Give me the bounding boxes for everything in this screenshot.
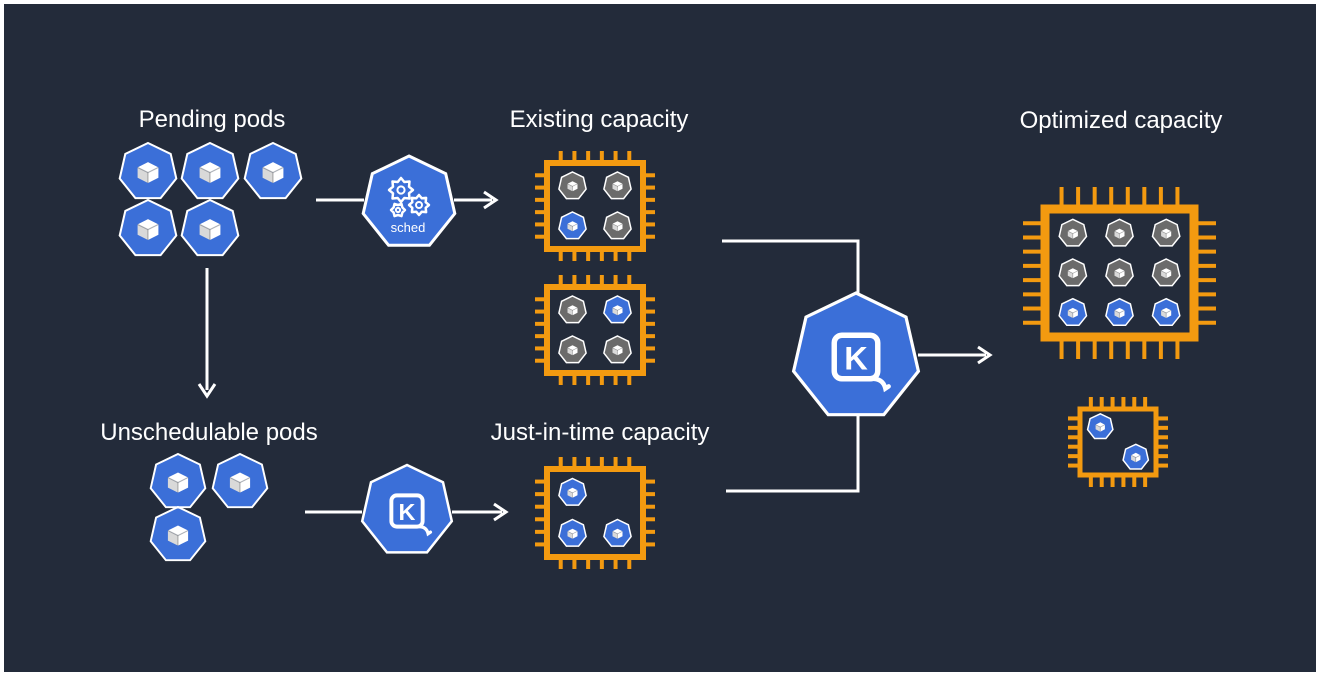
node-just-in-time: [535, 457, 655, 569]
node-pod-icon: [1122, 443, 1150, 470]
node-pod-icon: [1151, 218, 1181, 247]
node-pod-icon: [558, 171, 587, 200]
node-pod-icon: [1105, 258, 1134, 287]
node-pod-icon: [1151, 297, 1181, 327]
karpenter-icon: K: [360, 463, 454, 554]
cpu-chip-icon: [535, 151, 655, 261]
arrowhead-existing: [483, 190, 499, 210]
node-existing-2: [535, 275, 655, 385]
node-pod-icon: [1105, 297, 1134, 327]
node-existing-1: [535, 151, 655, 261]
pending-pod-icon: [118, 141, 178, 200]
arrowhead-unschedulable: [197, 383, 217, 399]
label-existing-capacity: Existing capacity: [510, 106, 689, 133]
node-pod-icon: [558, 211, 587, 240]
karpenter-letter: K: [844, 340, 868, 377]
node-pod-icon: [603, 518, 632, 547]
unschedulable-pod-icon: [149, 452, 207, 509]
connector-jit-to-karpenter: [726, 412, 860, 493]
node-pod-icon: [603, 171, 632, 200]
cpu-chip-icon: [535, 457, 655, 569]
cpu-chip-icon: [1068, 397, 1168, 487]
karpenter-letter: K: [399, 499, 416, 525]
unschedulable-pod-icon: [211, 452, 269, 509]
node-pod-icon: [603, 211, 632, 240]
label-pending-pods: Pending pods: [139, 106, 286, 133]
node-pod-icon: [1058, 218, 1088, 247]
arrowhead-jit: [493, 502, 509, 522]
karpenter-icon-large: K: [791, 291, 921, 417]
node-pod-icon: [558, 477, 587, 506]
label-optimized-capacity: Optimized capacity: [1020, 107, 1223, 134]
node-pod-icon: [558, 518, 587, 547]
unschedulable-pod-icon: [149, 505, 207, 562]
unschedulable-pods-group: [149, 452, 269, 562]
node-pod-icon: [1086, 412, 1114, 440]
cpu-chip-icon: [535, 275, 655, 385]
node-pod-icon: [603, 295, 632, 324]
node-pod-icon: [1151, 258, 1181, 287]
pending-pods-group: [118, 141, 303, 257]
pending-pod-icon: [180, 141, 240, 200]
label-just-in-time-capacity: Just-in-time capacity: [491, 419, 710, 446]
kube-scheduler-icon: sched: [361, 154, 457, 247]
node-pod-icon: [1058, 258, 1088, 287]
arrowhead-optimized: [977, 345, 993, 365]
node-pod-icon: [603, 335, 632, 364]
pending-pod-icon: [118, 198, 178, 257]
cpu-chip-icon: [1023, 187, 1216, 359]
node-optimized-small: [1068, 397, 1168, 487]
node-pod-icon: [1058, 297, 1088, 327]
node-pod-icon: [558, 335, 587, 364]
connector-existing-to-karpenter: [722, 239, 860, 298]
pending-pod-icon: [180, 198, 240, 257]
node-optimized-large: [1023, 187, 1216, 359]
pending-pod-icon: [243, 141, 303, 200]
scheduler-label: sched: [391, 220, 426, 235]
node-pod-icon: [558, 295, 587, 324]
node-pod-icon: [1105, 218, 1134, 247]
label-unschedulable-pods: Unschedulable pods: [100, 419, 318, 446]
